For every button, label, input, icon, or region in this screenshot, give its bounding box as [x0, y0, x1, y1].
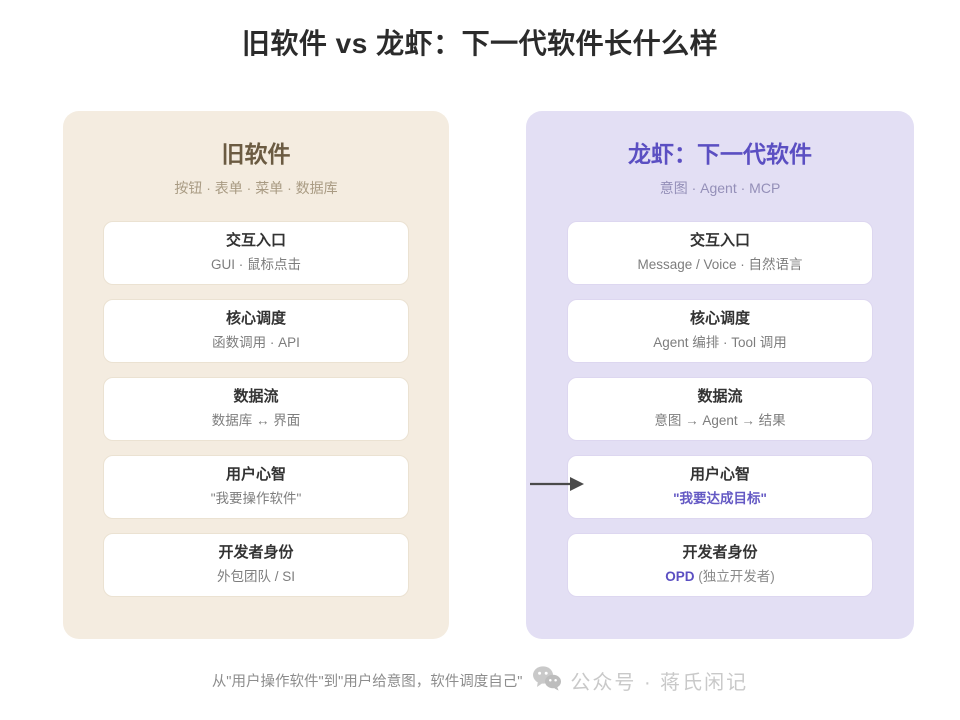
panel-old-title: 旧软件: [221, 141, 291, 167]
card-subtitle: 外包团队 / SI: [216, 569, 295, 585]
watermark-text: 公众号 · 蒋氏闲记: [570, 672, 749, 694]
card-old-interaction-entry[interactable]: 交互入口 GUI · 鼠标点击: [103, 220, 409, 285]
card-title: 用户心智: [689, 465, 750, 483]
arrow-right-icon: [530, 474, 586, 494]
watermark: 公众号 · 蒋氏闲记: [532, 665, 748, 696]
card-new-data-flow[interactable]: 数据流 意图 → Agent → 结果: [567, 376, 873, 441]
card-subtitle: OPD (独立开发者): [665, 568, 775, 586]
card-subtitle-note: (独立开发者): [698, 569, 775, 585]
panel-old-software: 旧软件 按钮 · 表单 · 菜单 · 数据库 交互入口 GUI · 鼠标点击 核…: [63, 111, 449, 639]
card-old-developer-identity[interactable]: 开发者身份 外包团队 / SI: [103, 532, 409, 597]
card-title: 交互入口: [225, 231, 286, 249]
card-title: 开发者身份: [682, 543, 758, 561]
card-old-data-flow[interactable]: 数据流 数据库 ↔ 界面: [103, 376, 409, 441]
panel-new-subtitle: 意图 · Agent · MCP: [659, 180, 781, 197]
card-subtitle: 函数调用 · API: [212, 335, 300, 351]
footer-note: 从"用户操作软件"到"用户给意图，软件调度自己": [211, 674, 523, 690]
card-subtitle-strong: OPD: [665, 569, 695, 585]
card-title: 用户心智: [225, 465, 286, 483]
panel-new-software: 龙虾：下一代软件 意图 · Agent · MCP 交互入口 Message /…: [526, 111, 914, 639]
card-subtitle: Message / Voice · 自然语言: [637, 257, 803, 273]
card-new-developer-identity[interactable]: 开发者身份 OPD (独立开发者): [567, 532, 873, 597]
panel-new-card-list: 交互入口 Message / Voice · 自然语言 核心调度 Agent 编…: [526, 220, 914, 597]
card-subtitle: 数据库 ↔ 界面: [211, 413, 301, 429]
panel-old-subtitle: 按钮 · 表单 · 菜单 · 数据库: [174, 180, 338, 197]
card-title: 开发者身份: [218, 543, 294, 561]
card-old-user-mindset[interactable]: 用户心智 "我要操作软件": [103, 454, 409, 519]
wechat-icon: [532, 665, 562, 696]
panel-old-header: 旧软件 按钮 · 表单 · 菜单 · 数据库: [63, 111, 449, 199]
card-title: 数据流: [233, 387, 279, 405]
card-old-core-scheduling[interactable]: 核心调度 函数调用 · API: [103, 298, 409, 363]
page-title: 旧软件 vs 龙虾：下一代软件长什么样: [241, 28, 719, 59]
card-subtitle: 意图 → Agent → 结果: [654, 413, 786, 429]
card-subtitle: "我要操作软件": [210, 491, 302, 507]
card-new-user-mindset[interactable]: 用户心智 "我要达成目标": [567, 454, 873, 519]
card-title: 数据流: [697, 387, 743, 405]
card-title: 核心调度: [225, 309, 286, 327]
panel-new-header: 龙虾：下一代软件 意图 · Agent · MCP: [526, 111, 914, 199]
card-new-core-scheduling[interactable]: 核心调度 Agent 编排 · Tool 调用: [567, 298, 873, 363]
card-subtitle: "我要达成目标": [673, 491, 767, 507]
card-new-interaction-entry[interactable]: 交互入口 Message / Voice · 自然语言: [567, 220, 873, 285]
card-subtitle: GUI · 鼠标点击: [211, 257, 301, 273]
panel-new-title: 龙虾：下一代软件: [628, 141, 812, 167]
card-title: 核心调度: [689, 309, 750, 327]
comparison-panels: 旧软件 按钮 · 表单 · 菜单 · 数据库 交互入口 GUI · 鼠标点击 核…: [63, 111, 914, 639]
panel-old-card-list: 交互入口 GUI · 鼠标点击 核心调度 函数调用 · API 数据流 数据库 …: [63, 220, 449, 597]
footer: 从"用户操作软件"到"用户给意图，软件调度自己" 公众号 · 蒋氏闲记: [0, 665, 960, 696]
card-subtitle: Agent 编排 · Tool 调用: [653, 335, 787, 351]
card-title: 交互入口: [689, 231, 750, 249]
